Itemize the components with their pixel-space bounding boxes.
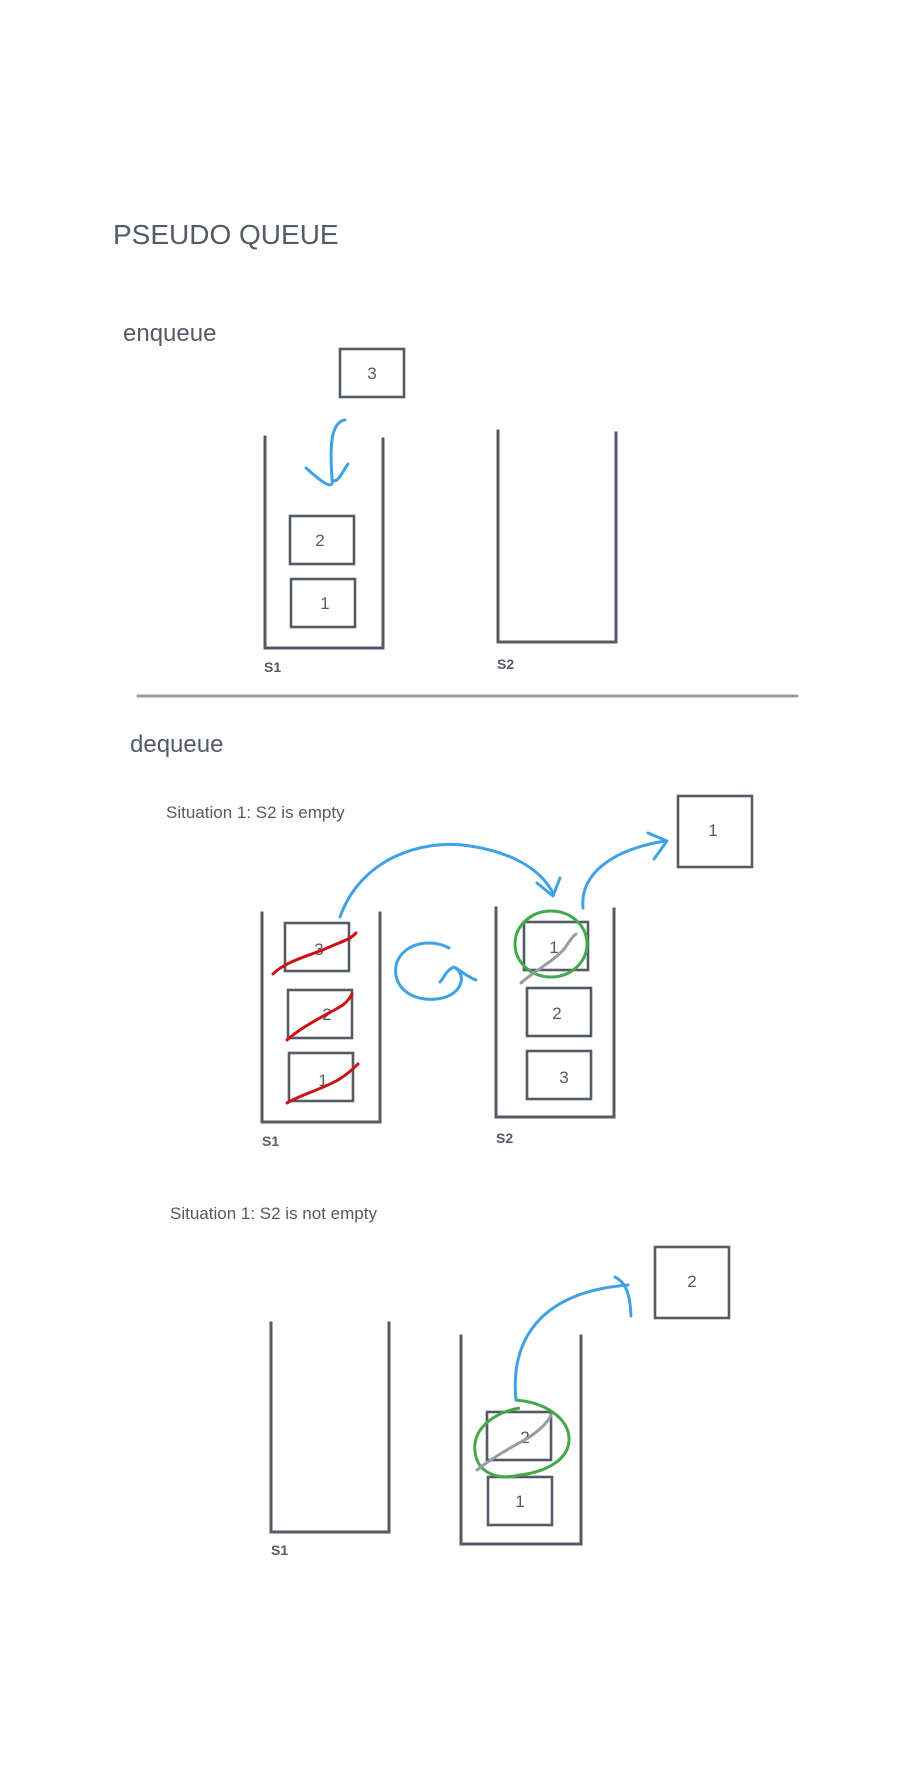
situation2-output-label: 2 bbox=[687, 1272, 696, 1291]
situation2-s2-stack bbox=[459, 1334, 583, 1546]
strike-mark bbox=[285, 992, 354, 1042]
situation1-s1-label: S1 bbox=[262, 1133, 279, 1149]
strike-mark bbox=[285, 1062, 360, 1105]
situation1-output-box bbox=[676, 794, 754, 869]
pop-arrow bbox=[581, 831, 669, 910]
enqueue-s1-item-label: 2 bbox=[315, 531, 324, 550]
situation1-s1-item-label: 1 bbox=[318, 1071, 327, 1090]
enqueue-s1-item-box bbox=[289, 577, 357, 629]
situation2-caption: Situation 1: S2 is not empty bbox=[170, 1204, 377, 1223]
situation2-s1-stack bbox=[269, 1321, 391, 1534]
enqueue-push-arrow bbox=[304, 418, 350, 487]
strike-mark bbox=[271, 931, 358, 976]
highlight-circle bbox=[473, 1398, 571, 1479]
enqueue-s2-label: S2 bbox=[497, 656, 514, 672]
enqueue-s2-stack bbox=[496, 429, 618, 644]
removed-mark bbox=[519, 932, 578, 985]
enqueue-s1-stack bbox=[263, 435, 385, 650]
repeat-arrow bbox=[394, 941, 478, 1001]
situation1-s2-label: S2 bbox=[496, 1130, 513, 1146]
situation1-s1-item-box bbox=[286, 988, 354, 1040]
situation1-s2-stack bbox=[494, 906, 616, 1119]
situation1-s2-item-box bbox=[525, 986, 593, 1038]
situation1-s1-item-box bbox=[283, 921, 351, 973]
situation2-s2-item-box bbox=[486, 1475, 554, 1527]
pop-arrow bbox=[513, 1275, 633, 1402]
enqueue-incoming-box bbox=[338, 347, 406, 399]
situation1-s1-item-box bbox=[287, 1051, 355, 1103]
highlight-circle bbox=[513, 909, 589, 979]
enqueue-incoming-label: 3 bbox=[367, 364, 376, 383]
page-title: PSEUDO QUEUE bbox=[113, 219, 339, 250]
situation1-s1-item-label: 3 bbox=[314, 940, 323, 959]
situation1-caption: Situation 1: S2 is empty bbox=[166, 803, 345, 822]
situation1-output-label: 1 bbox=[708, 821, 717, 840]
transfer-arrow bbox=[338, 842, 562, 919]
enqueue-heading: enqueue bbox=[123, 320, 216, 347]
enqueue-s1-label: S1 bbox=[264, 659, 281, 675]
situation1-s2-item-box bbox=[525, 1049, 593, 1101]
situation1-s2-item-label: 2 bbox=[552, 1004, 561, 1023]
dequeue-heading: dequeue bbox=[130, 731, 223, 758]
situation2-s2-item-label: 1 bbox=[515, 1492, 524, 1511]
situation2-s1-label: S1 bbox=[271, 1542, 288, 1558]
situation2-s2-item-label: 2 bbox=[520, 1428, 529, 1447]
enqueue-s1-item-label: 1 bbox=[320, 594, 329, 613]
removed-mark bbox=[475, 1413, 553, 1472]
situation1-s2-item-label: 1 bbox=[549, 938, 558, 957]
situation2-output-box bbox=[653, 1245, 731, 1320]
situation2-s2-item-box bbox=[485, 1410, 553, 1462]
situation1-s2-item-label: 3 bbox=[559, 1068, 568, 1087]
situation1-s1-stack bbox=[260, 911, 382, 1124]
enqueue-s1-item-box bbox=[288, 514, 356, 566]
